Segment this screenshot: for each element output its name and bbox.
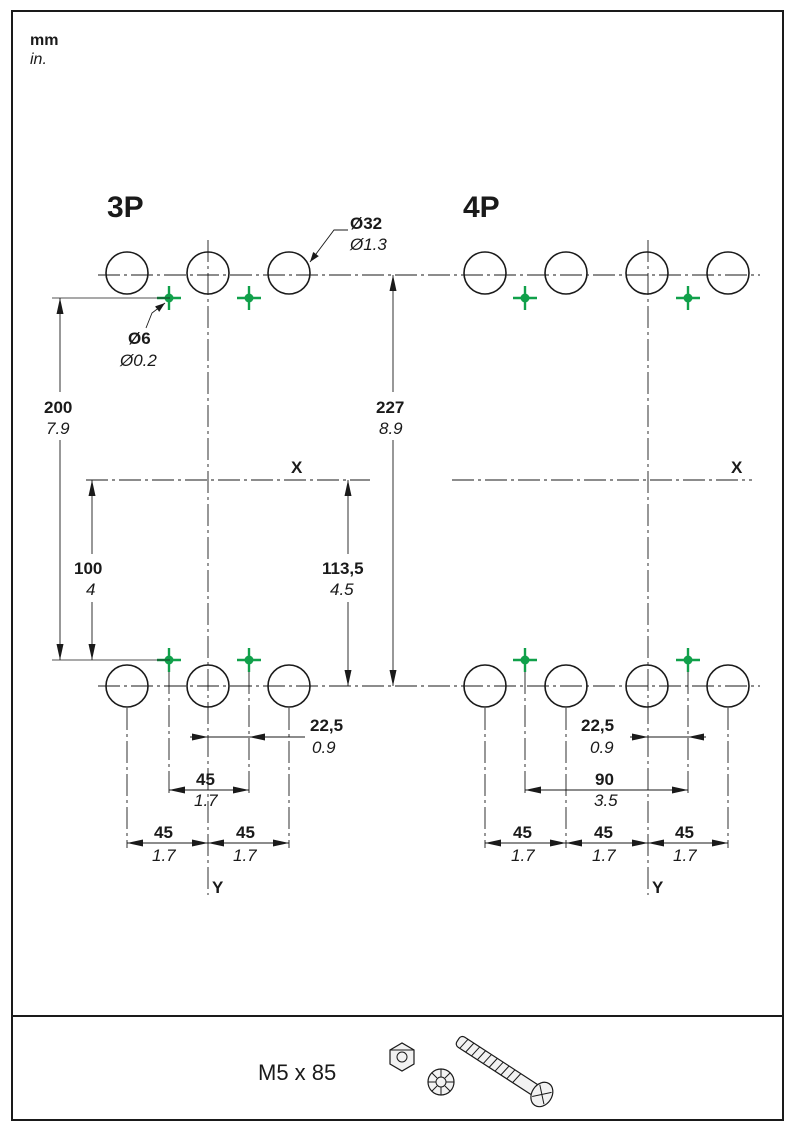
fixing-marker-icon <box>513 648 537 672</box>
svg-text:45: 45 <box>594 823 613 842</box>
hole-circle <box>706 251 750 295</box>
fixing-markers <box>157 286 700 672</box>
x-axis-label-3p: X <box>291 458 303 477</box>
dimension-45-4p-a: 45 1.7 <box>485 823 566 865</box>
callout-hole-large: Ø32 Ø1.3 <box>309 214 387 263</box>
dimension-22-5-4p: 22,5 0.9 <box>581 716 706 757</box>
svg-text:1.7: 1.7 <box>511 846 535 865</box>
dimension-22-5-3p: 22,5 0.9 <box>190 716 343 757</box>
dimension-45-3p-right: 45 1.7 <box>208 823 289 865</box>
hole-circle <box>463 664 507 708</box>
lock-washer-icon <box>427 1068 455 1096</box>
screw-icon <box>455 1035 554 1108</box>
svg-text:8.9: 8.9 <box>379 419 403 438</box>
callout-hole-small-mm: Ø6 <box>128 329 151 348</box>
holes-3p-bottom <box>105 664 311 708</box>
fixing-marker-icon <box>237 648 261 672</box>
svg-text:0.9: 0.9 <box>590 738 614 757</box>
fixing-marker-icon <box>676 286 700 310</box>
dimension-100: 100 4 <box>74 480 102 660</box>
hole-circle <box>186 664 230 708</box>
svg-text:1.7: 1.7 <box>592 846 616 865</box>
section-3p-label: 3P <box>107 191 144 224</box>
extension-lines-bottom <box>126 672 729 848</box>
svg-text:7.9: 7.9 <box>46 419 70 438</box>
screw-spec-label: M5 x 85 <box>258 1060 336 1085</box>
dimension-200: 200 7.9 <box>44 297 170 661</box>
svg-text:22,5: 22,5 <box>310 716 343 735</box>
callout-hole-large-mm: Ø32 <box>350 214 382 233</box>
fixing-marker-icon <box>237 286 261 310</box>
svg-text:1.7: 1.7 <box>194 791 218 810</box>
hex-nut-icon <box>389 1042 415 1072</box>
x-axis-label-4p: X <box>731 458 743 477</box>
hole-circle <box>105 251 149 295</box>
center-lines <box>86 240 760 895</box>
svg-text:100: 100 <box>74 559 102 578</box>
callout-hole-large-in: Ø1.3 <box>349 235 387 254</box>
holes-4p-top <box>463 251 750 295</box>
svg-text:4.5: 4.5 <box>330 580 354 599</box>
hole-circle <box>267 664 311 708</box>
svg-text:45: 45 <box>196 770 215 789</box>
svg-text:200: 200 <box>44 398 72 417</box>
callout-hole-small: Ø6 Ø0.2 <box>119 302 166 370</box>
dimension-45-4p-b: 45 1.7 <box>566 823 648 865</box>
holes-4p-bottom <box>463 664 750 708</box>
svg-text:227: 227 <box>376 398 404 417</box>
svg-text:45: 45 <box>154 823 173 842</box>
svg-text:45: 45 <box>513 823 532 842</box>
hole-circle <box>544 251 588 295</box>
hole-circle <box>267 251 311 295</box>
svg-text:45: 45 <box>236 823 255 842</box>
drawing-frame <box>11 10 784 1017</box>
fixing-marker-icon <box>513 286 537 310</box>
y-axis-label-4p: Y <box>652 878 664 897</box>
hole-circle <box>625 664 669 708</box>
fixing-marker-icon <box>676 648 700 672</box>
hole-circle <box>463 251 507 295</box>
svg-text:4: 4 <box>86 580 95 599</box>
unit-mm-label: mm <box>30 32 58 49</box>
svg-text:90: 90 <box>595 770 614 789</box>
svg-text:1.7: 1.7 <box>673 846 697 865</box>
dimension-45-3p-left: 45 1.7 <box>127 823 208 865</box>
svg-text:1.7: 1.7 <box>233 846 257 865</box>
dimension-45-4p-c: 45 1.7 <box>648 823 728 865</box>
hole-circle <box>186 251 230 295</box>
svg-text:0.9: 0.9 <box>312 738 336 757</box>
y-axis-label-3p: Y <box>212 878 224 897</box>
dimension-227: 227 8.9 <box>376 275 404 686</box>
unit-in-label: in. <box>30 51 47 68</box>
hole-circle <box>105 664 149 708</box>
hole-circle <box>706 664 750 708</box>
hole-circle <box>625 251 669 295</box>
svg-text:1.7: 1.7 <box>152 846 176 865</box>
dimension-113-5: 113,5 4.5 <box>322 480 364 686</box>
callout-hole-small-in: Ø0.2 <box>119 351 157 370</box>
dimension-90-4p: 90 3.5 <box>525 770 688 810</box>
hole-circle <box>544 664 588 708</box>
holes-3p-top <box>105 251 311 295</box>
hardware-frame <box>11 1015 784 1121</box>
svg-text:22,5: 22,5 <box>581 716 614 735</box>
svg-text:113,5: 113,5 <box>322 559 364 578</box>
svg-text:45: 45 <box>675 823 694 842</box>
section-4p-label: 4P <box>463 191 500 224</box>
dimension-45-3p-mid: 45 1.7 <box>169 770 249 810</box>
svg-text:3.5: 3.5 <box>594 791 618 810</box>
